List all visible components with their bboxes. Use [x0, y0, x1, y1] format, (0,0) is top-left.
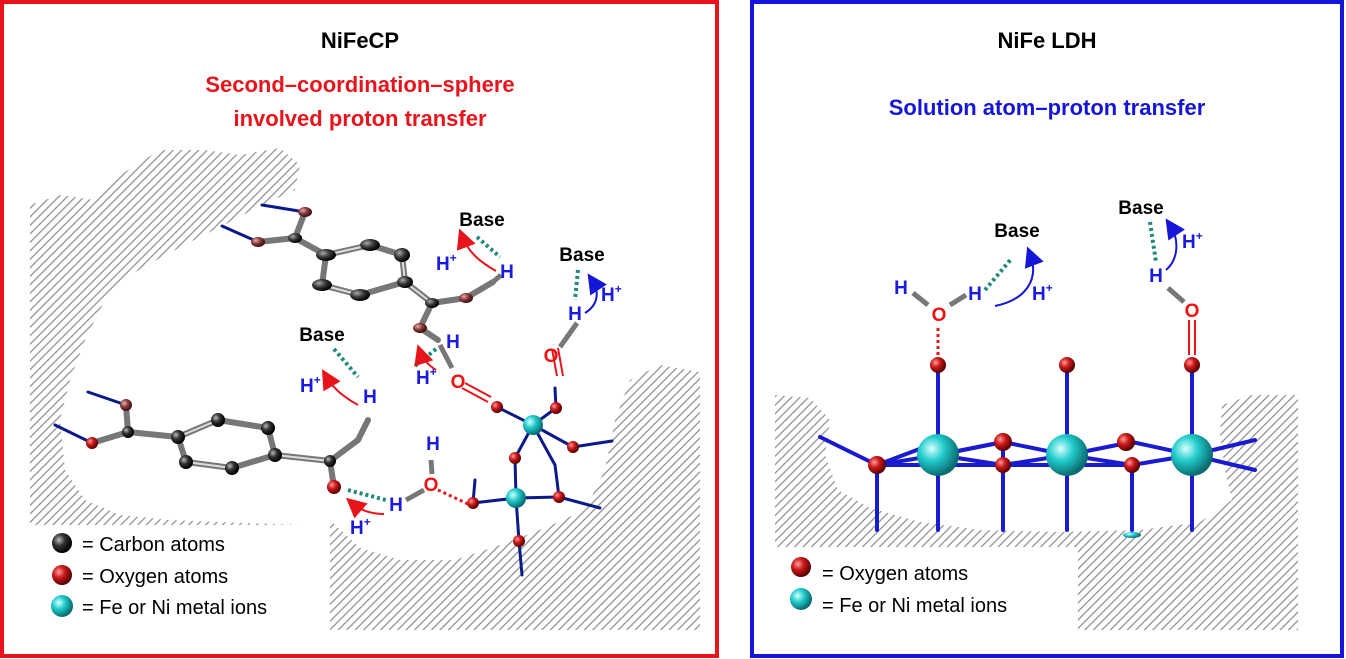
legend-carbon-icon	[52, 533, 72, 553]
left-hplus-2: H+	[601, 282, 622, 306]
legend-metal-icon	[790, 588, 812, 610]
legend-oxygen-icon	[52, 565, 72, 585]
lower-linker	[53, 390, 371, 494]
left-h-1: H	[500, 262, 514, 283]
left-panel-frame	[0, 0, 719, 658]
right-panel: NiFe LDH Solution atom–proton transfer	[750, 0, 1344, 658]
left-hplus-1: H+	[436, 251, 457, 275]
left-o-3: O	[424, 475, 439, 496]
left-h-5: H	[426, 434, 440, 455]
left-subtitle-line2: involved proton transfer	[233, 106, 486, 131]
right-base-label-1: Base	[994, 221, 1039, 242]
left-base-label-3: Base	[299, 325, 344, 346]
left-h-3: H	[446, 332, 460, 353]
right-o-2: O	[1185, 301, 1200, 322]
right-o-1: O	[932, 305, 947, 326]
right-hplus-2: H+	[1182, 229, 1203, 253]
right-legend-box	[775, 547, 1078, 630]
left-legend: = Carbon atoms = Oxygen atoms = Fe or Ni…	[51, 533, 267, 619]
left-hplus-4: H+	[416, 365, 437, 389]
left-hplus-3: H+	[300, 373, 321, 397]
left-hbonds	[332, 235, 580, 502]
left-h-6: H	[389, 495, 403, 516]
legend-metal-icon	[51, 595, 73, 617]
left-h-2: H	[568, 304, 582, 325]
left-o-1: O	[451, 372, 466, 393]
left-h-4: H	[363, 387, 377, 408]
ldh-lattice-atoms	[868, 357, 1213, 538]
right-h-3: H	[1149, 266, 1163, 287]
legend-oxygen-label: = Oxygen atoms	[82, 566, 228, 588]
left-subtitle-line1: Second–coordination–sphere	[205, 72, 514, 97]
metal-cluster-atoms	[467, 401, 579, 547]
right-blue-arrows	[994, 218, 1185, 307]
left-legend-box	[30, 525, 330, 630]
legend-metal-label: = Fe or Ni metal ions	[822, 595, 1007, 617]
left-hplus-5: H+	[350, 515, 371, 539]
legend-metal-label: = Fe or Ni metal ions	[82, 597, 267, 619]
left-title: NiFeCP	[321, 28, 399, 53]
legend-oxygen-label: = Oxygen atoms	[822, 563, 968, 585]
right-h-1: H	[894, 278, 908, 299]
legend-oxygen-icon	[791, 557, 811, 577]
right-hbonds	[983, 221, 1158, 292]
right-panel-frame	[750, 0, 1344, 658]
right-hplus-1: H+	[1032, 281, 1053, 305]
left-base-label-1: Base	[459, 210, 504, 231]
right-subtitle: Solution atom–proton transfer	[889, 95, 1206, 120]
left-red-arrows	[321, 228, 497, 519]
left-panel: NiFeCP Second–coordination–sphere involv…	[0, 0, 719, 658]
legend-carbon-label: = Carbon atoms	[82, 534, 225, 556]
right-h-2: H	[968, 284, 982, 305]
right-legend: = Oxygen atoms = Fe or Ni metal ions	[790, 557, 1007, 617]
right-base-label-2: Base	[1118, 198, 1163, 219]
left-o-2: O	[544, 346, 559, 367]
right-title: NiFe LDH	[998, 28, 1097, 53]
upper-linker	[220, 203, 496, 343]
right-surface-species	[911, 286, 1196, 355]
left-base-label-2: Base	[559, 245, 604, 266]
left-blue-arrow	[584, 273, 607, 314]
